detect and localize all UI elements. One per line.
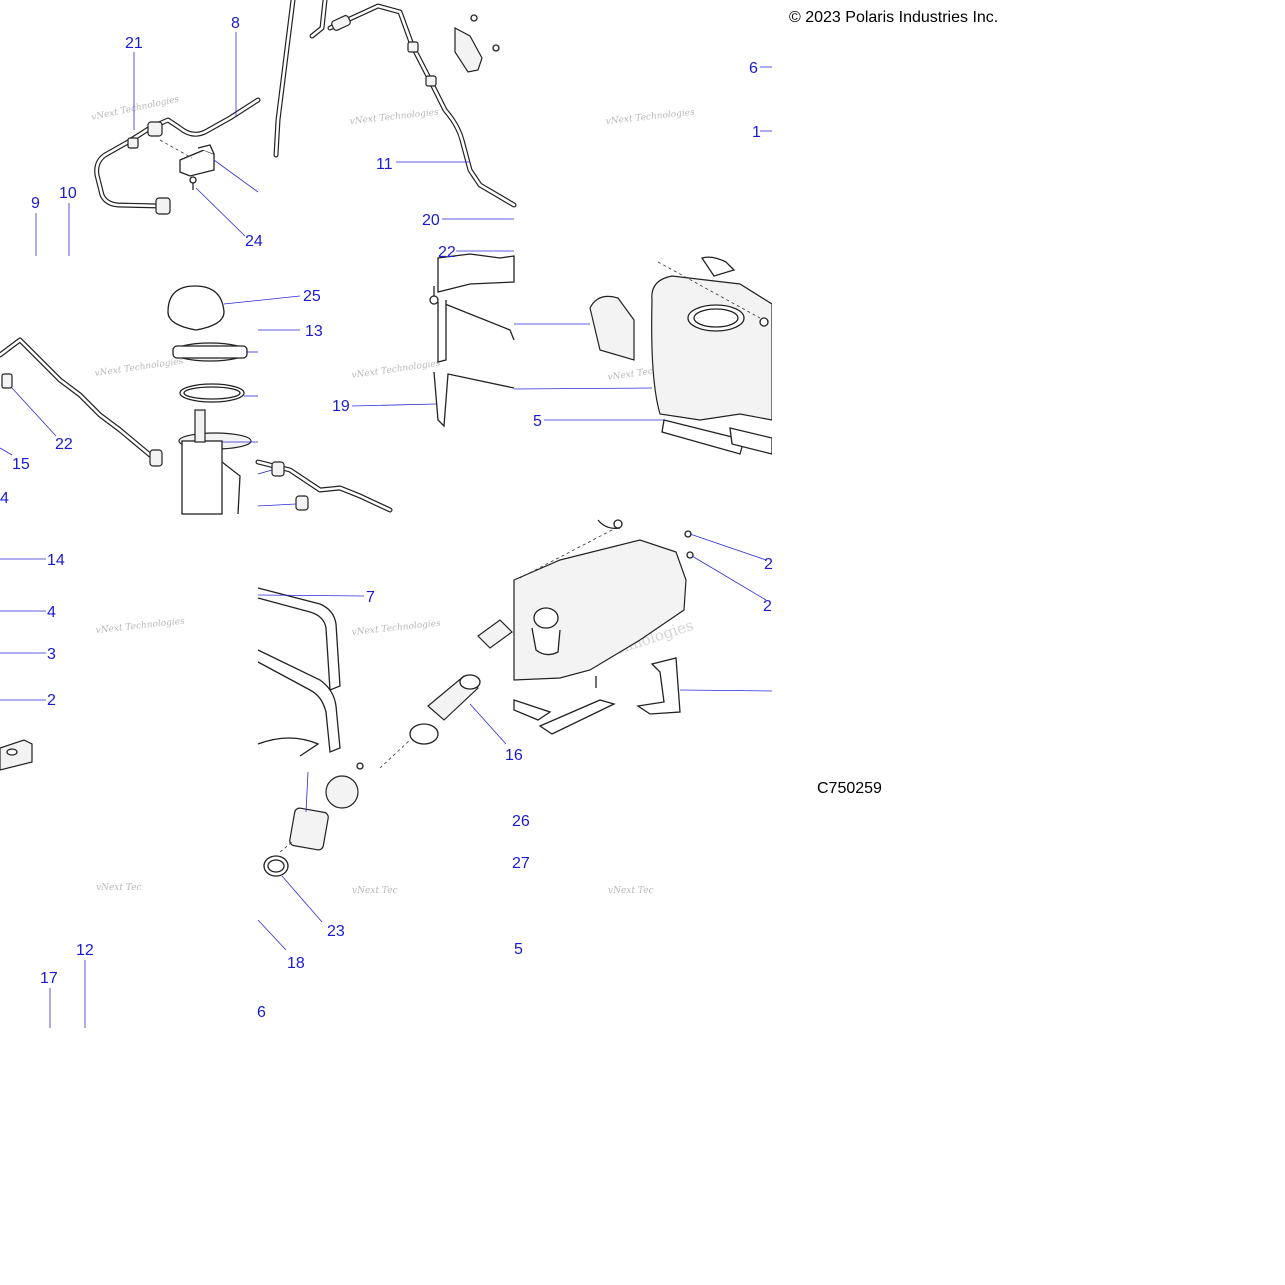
callout-label: 14 bbox=[47, 552, 65, 569]
callout-label: 27 bbox=[512, 855, 530, 872]
fuel-line-assembly-left bbox=[94, 97, 261, 215]
callout-label: 2 bbox=[47, 692, 56, 709]
callout-label: 11 bbox=[376, 156, 393, 173]
callout-label: 4 bbox=[0, 490, 9, 507]
callout-label: 3 bbox=[47, 646, 56, 663]
callout-label: 5 bbox=[533, 413, 542, 430]
strap-and-filter-assembly bbox=[257, 587, 513, 877]
callout-label: 22 bbox=[438, 244, 456, 261]
callout-labels: 21 8 9 10 24 11 20 22 6 1 25 13 19 5 22 … bbox=[0, 15, 773, 1021]
blank-panel bbox=[772, 30, 1285, 770]
diagram-reference-code: C750259 bbox=[817, 780, 882, 797]
callout-label: 23 bbox=[327, 923, 345, 940]
callout-label: 10 bbox=[59, 185, 77, 202]
callout-label: 16 bbox=[505, 747, 523, 764]
callout-label: 7 bbox=[366, 589, 375, 606]
callout-label: 8 bbox=[231, 15, 240, 32]
callout-label: 20 bbox=[422, 212, 440, 229]
watermark-text: vNext Tec bbox=[96, 883, 142, 893]
callout-label: 15 bbox=[12, 456, 30, 473]
watermark-text: vNext Technologies bbox=[349, 108, 439, 127]
callout-label: 13 bbox=[305, 323, 323, 340]
fuel-pump-assembly bbox=[0, 285, 252, 515]
callout-label: 6 bbox=[749, 60, 758, 77]
blank-panel bbox=[0, 1030, 1285, 1285]
callout-label: 21 bbox=[125, 35, 143, 52]
callout-label: 2 bbox=[764, 556, 773, 573]
callout-label: 9 bbox=[31, 195, 40, 212]
watermark-text: vNext Technologies bbox=[351, 359, 441, 381]
copyright-notice: © 2023 Polaris Industries Inc. bbox=[789, 9, 999, 26]
fuel-tank-lower bbox=[513, 519, 694, 735]
fuel-tank-upper bbox=[589, 256, 773, 455]
mount-bracket-left bbox=[0, 739, 33, 771]
watermark-text: vNext Tec bbox=[352, 886, 398, 896]
watermark-text: vNext Tec bbox=[608, 886, 654, 896]
callout-label: 26 bbox=[512, 813, 530, 830]
watermark-text: vNext Technologies bbox=[94, 357, 184, 379]
callout-label: 17 bbox=[40, 970, 58, 987]
callout-label: 22 bbox=[55, 436, 73, 453]
leader-lines bbox=[0, 32, 773, 1028]
watermark-text: vNext Technologies bbox=[605, 108, 695, 127]
callout-label: 2 bbox=[763, 598, 772, 615]
strap-assembly-upper bbox=[255, 253, 515, 513]
watermark-text: vNext Technologies bbox=[351, 619, 441, 638]
callout-label: 18 bbox=[287, 955, 305, 972]
callout-label: 4 bbox=[47, 604, 56, 621]
callout-label: 25 bbox=[303, 288, 321, 305]
callout-label: 1 bbox=[752, 124, 761, 141]
callout-label: 12 bbox=[76, 942, 94, 959]
callout-label: 6 bbox=[257, 1004, 266, 1021]
callout-label: 24 bbox=[245, 233, 263, 250]
callout-label: 5 bbox=[514, 941, 523, 958]
vent-line-assembly bbox=[273, 0, 517, 208]
callout-label: 19 bbox=[332, 398, 350, 415]
watermark-text: vNext Technologies bbox=[95, 617, 185, 636]
